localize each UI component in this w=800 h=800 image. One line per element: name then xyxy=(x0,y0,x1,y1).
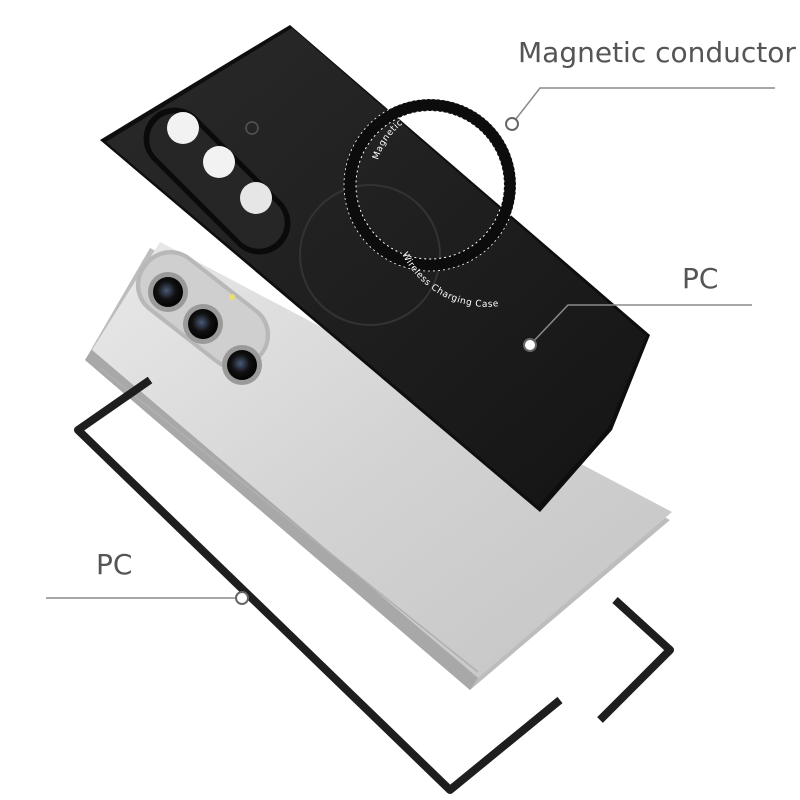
callout-line-magnetic xyxy=(511,87,775,125)
callout-dot-magnetic xyxy=(505,117,519,131)
callout-dot-pc-left xyxy=(235,591,249,605)
pc-frame xyxy=(74,376,674,794)
callout-label-magnetic-conductor: Magnetic conductor xyxy=(518,36,796,69)
pc-back-shell xyxy=(100,25,650,512)
callout-lines xyxy=(46,87,775,599)
callout-label-pc-back-shell: PC xyxy=(682,262,719,295)
callout-dots xyxy=(235,117,537,605)
magsafe-imprint xyxy=(299,184,441,326)
callout-label-pc-frame: PC xyxy=(96,548,133,581)
callout-line-pc-right xyxy=(529,304,752,346)
phone-flash xyxy=(229,294,235,300)
phone-camera-module xyxy=(135,249,271,385)
case-camera-cutout xyxy=(143,107,291,255)
callout-dot-pc-right xyxy=(523,338,537,352)
